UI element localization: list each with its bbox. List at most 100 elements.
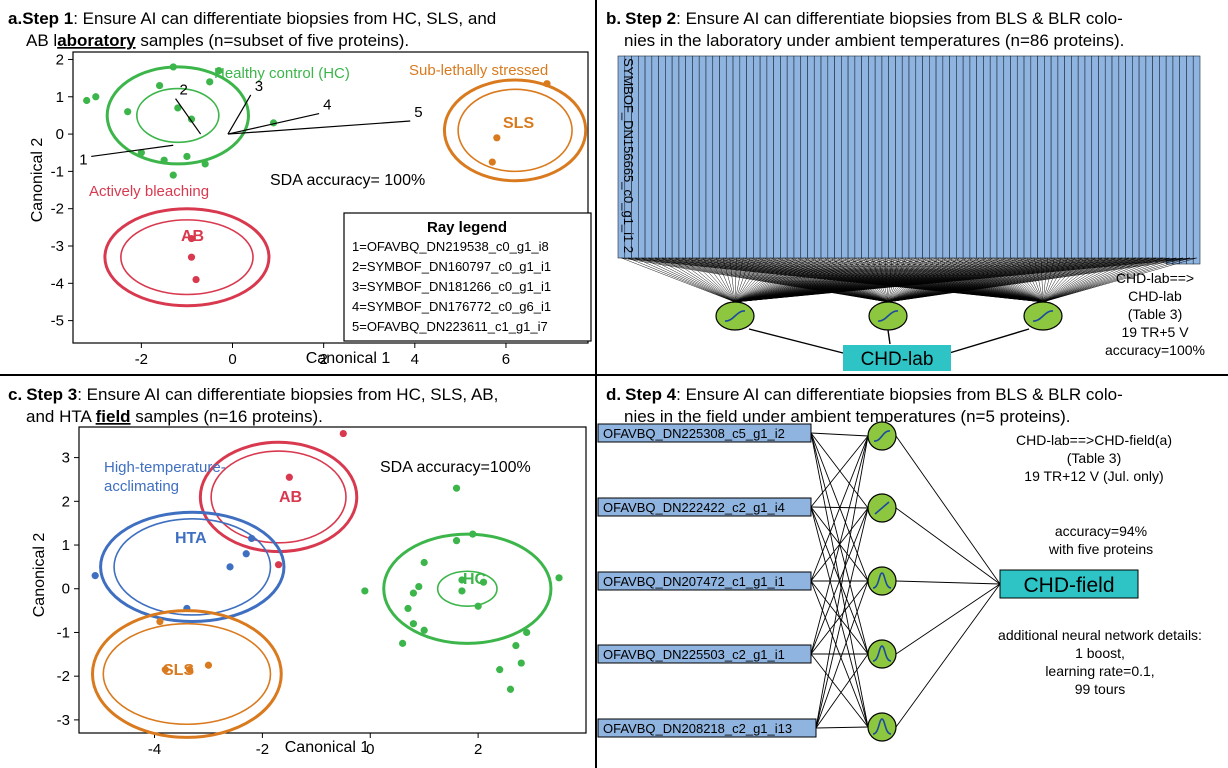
- scatter-point: [274, 561, 283, 569]
- input-protein-label: OFAVBQ_DN222422_c2_g1_i4: [603, 500, 785, 515]
- panel-d-inputs: OFAVBQ_DN225308_c5_g1_i2 OFAVBQ_DN222422…: [597, 423, 817, 738]
- confidence-ellipse-outer: [103, 207, 271, 308]
- protein-input-bar: [1091, 55, 1099, 259]
- network-connection: [621, 257, 736, 303]
- output-connection: [895, 507, 1001, 585]
- panel-a-hc-label: Healthy control (HC): [214, 65, 350, 82]
- panel-b-note: CHD-lab==> CHD-lab (Table 3) 19 TR+5 V a…: [1105, 270, 1205, 358]
- network-connection: [817, 257, 889, 303]
- panel-d-note3-line: 1 boost,: [1075, 645, 1125, 661]
- protein-input-bar: [705, 55, 714, 259]
- svg-text:a.Step 1: Ensure AI can differ: a.Step 1: Ensure AI can differentiate bi…: [8, 9, 496, 28]
- panel-c-ylabel: Canonical 2: [31, 533, 48, 618]
- panel-d-note1-line: CHD-lab==>CHD-field(a): [1016, 432, 1172, 448]
- x-tick-label: 0: [228, 351, 236, 368]
- protein-input-bar: [1016, 55, 1025, 259]
- network-connection: [743, 257, 889, 303]
- svg-text:d.Step 4: Ensure AI can differ: d.Step 4: Ensure AI can differentiate bi…: [606, 385, 1123, 404]
- y-tick-label: 2: [56, 51, 64, 68]
- y-tick-label: -4: [51, 275, 64, 292]
- protein-input-bar: [678, 55, 686, 259]
- network-connection: [1042, 257, 1184, 303]
- protein-input-bar: [692, 55, 700, 259]
- protein-input-bar: [1145, 55, 1153, 259]
- confidence-ellipse-inner: [113, 518, 272, 616]
- protein-input-bar: [807, 55, 815, 259]
- input-protein-box: [597, 571, 812, 591]
- network-connection: [734, 257, 886, 303]
- ray-legend-item: 5=OFAVBQ_DN223611_c1_g1_i7: [352, 319, 548, 334]
- protein-input-bar: [895, 55, 903, 259]
- y-tick-label: -1: [51, 163, 64, 180]
- y-tick-label: 2: [62, 493, 70, 510]
- confidence-ellipse-outer: [99, 510, 286, 624]
- protein-input-bar: [1077, 55, 1086, 259]
- panel-c-hta-label: HTA: [175, 530, 207, 547]
- scatter-point: [339, 429, 347, 438]
- scatter-point: [169, 63, 177, 71]
- protein-input-bar: [1179, 55, 1187, 265]
- network-connection: [688, 257, 736, 303]
- network-connection: [734, 257, 906, 303]
- network-connection: [702, 257, 889, 303]
- network-connection: [810, 432, 869, 437]
- scatter-point: [420, 626, 428, 634]
- protein-input-bar: [1165, 55, 1174, 265]
- panel-d-title-line1: : Ensure AI can differentiate biopsies f…: [676, 385, 1123, 404]
- scatter-point: [517, 659, 525, 667]
- protein-input-bar: [1138, 55, 1147, 259]
- scatter-point: [174, 104, 182, 112]
- confidence-ellipse-inner: [210, 450, 347, 544]
- network-connection: [783, 257, 889, 303]
- network-connection: [734, 257, 933, 303]
- scatter-point: [543, 80, 551, 88]
- panel-c-title: c.Step 3: Ensure AI can differentiate bi…: [8, 385, 498, 426]
- protein-input-bar: [989, 55, 998, 259]
- network-connection: [1042, 257, 1157, 303]
- ray-legend-box: [343, 212, 592, 342]
- protein-input-bar: [976, 55, 984, 259]
- protein-input-bar: [922, 55, 930, 259]
- panel-a-title-line1: : Ensure AI can differentiate biopsies f…: [73, 9, 496, 28]
- scatter-point: [187, 115, 196, 123]
- panel-a-ylabel: Canonical 2: [29, 138, 46, 223]
- scatter-point: [161, 666, 169, 674]
- network-connection: [824, 257, 889, 303]
- network-connection: [734, 257, 818, 303]
- scatter-point: [247, 534, 256, 543]
- protein-input-bar: [1030, 55, 1038, 259]
- network-connection: [815, 435, 869, 729]
- scatter-point: [226, 563, 234, 571]
- protein-input-bar: [658, 55, 666, 259]
- network-connection: [734, 257, 791, 303]
- chd-field-output-box: [999, 569, 1139, 599]
- chd-lab-output-box: [843, 345, 951, 371]
- network-connection: [628, 257, 736, 303]
- scatter-point: [488, 158, 496, 166]
- input-protein-label: OFAVBQ_DN225308_c5_g1_i2: [603, 426, 785, 441]
- x-tick-label: 2: [319, 351, 327, 368]
- network-connection: [749, 257, 889, 303]
- network-connection: [734, 257, 744, 303]
- panel-c-hc-label: HC: [463, 571, 487, 588]
- panel-a-title-emph: aboratory: [57, 31, 136, 50]
- scatter-point: [160, 156, 168, 164]
- network-connection: [734, 257, 872, 303]
- protein-input-bar: [861, 55, 869, 259]
- network-connection: [831, 257, 889, 303]
- panel-b-label: b.: [606, 9, 621, 28]
- scatter-point: [555, 574, 563, 582]
- x-tick-label: 4: [411, 351, 419, 368]
- panel-a-title-line2-pre: AB l: [26, 31, 57, 50]
- input-protein-label: OFAVBQ_DN208218_c2_g1_i13: [603, 721, 792, 736]
- protein-input-bar: [753, 55, 761, 259]
- network-connection: [1042, 257, 1150, 303]
- confidence-ellipse-outer: [105, 65, 250, 166]
- scatter-point: [452, 484, 461, 492]
- confidence-ellipse-outer: [382, 532, 553, 645]
- y-tick-label: 1: [56, 89, 64, 106]
- network-connection: [695, 257, 736, 303]
- x-tick-label: -2: [135, 351, 148, 368]
- network-connection: [715, 257, 736, 303]
